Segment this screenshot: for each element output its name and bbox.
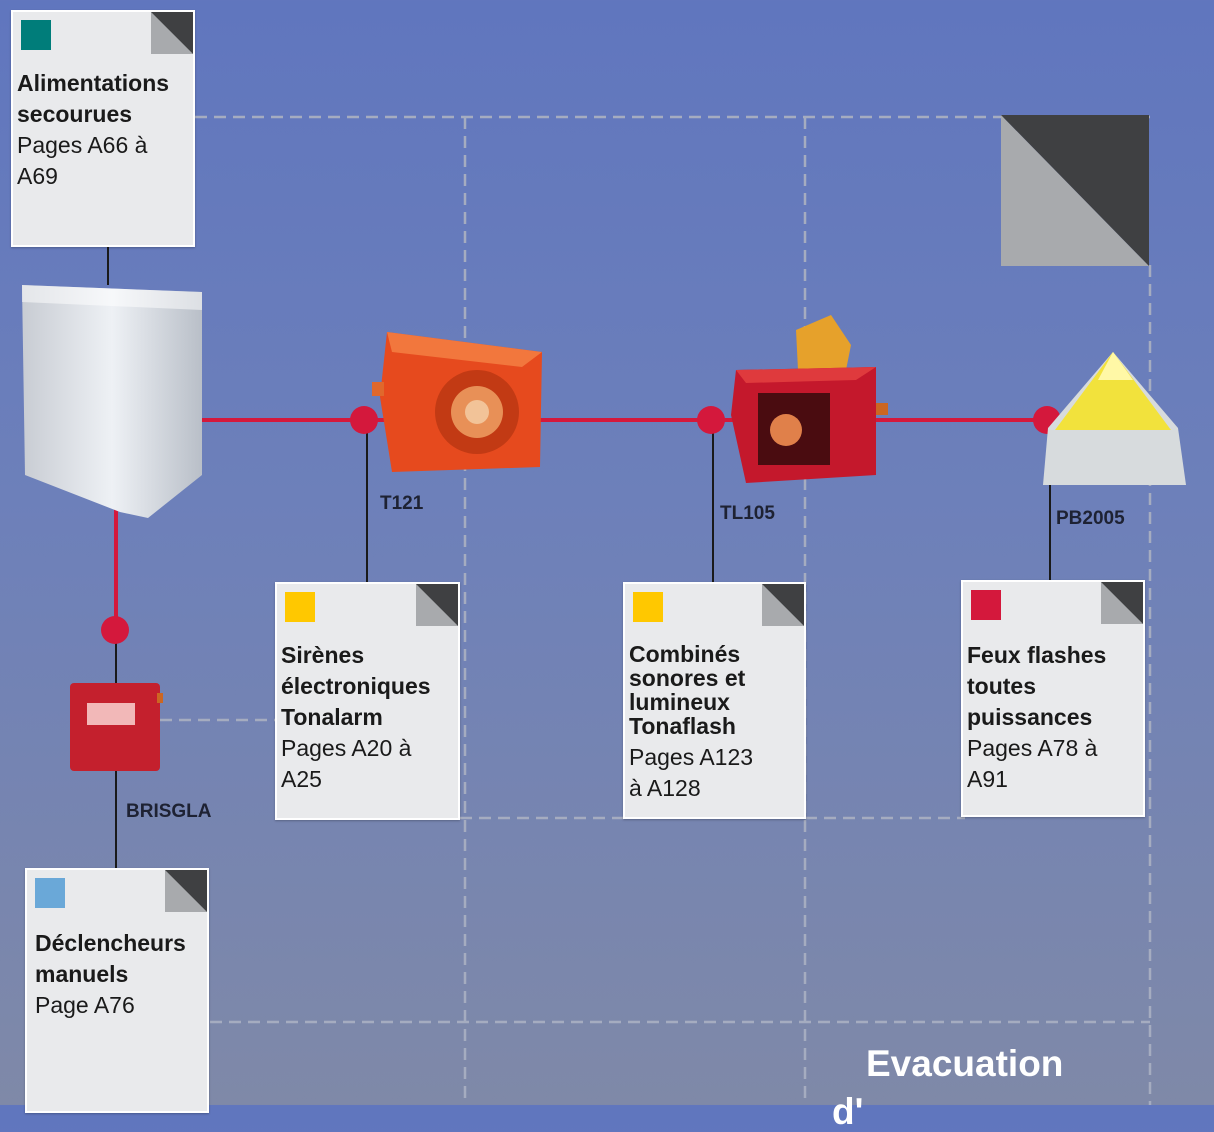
power-supply-device bbox=[22, 285, 202, 518]
label-tl105: TL105 bbox=[720, 503, 775, 524]
page-corner-icon bbox=[151, 12, 193, 54]
flash-pb2005-device bbox=[1043, 352, 1186, 485]
label-t121: T121 bbox=[380, 493, 424, 514]
card-combined[interactable]: Combinés sonores et lumineux Tonaflash P… bbox=[623, 582, 806, 819]
card-manual-triggers[interactable]: Déclencheurs manuels Page A76 bbox=[25, 868, 209, 1113]
section-title: Evacuation bbox=[866, 1043, 1064, 1084]
color-swatch bbox=[21, 20, 51, 50]
card-title: Alimentations secourues bbox=[17, 70, 170, 127]
card-flashes[interactable]: Feux flashes toutes puissances Pages A78… bbox=[961, 580, 1145, 817]
page-corner-icon bbox=[1101, 582, 1143, 624]
page-corner-icon bbox=[416, 584, 458, 626]
card-sirens[interactable]: Sirènes électroniques Tonalarm Pages A20… bbox=[275, 582, 460, 820]
card-pages: Pages A20 à A25 bbox=[281, 735, 412, 792]
color-swatch bbox=[285, 592, 315, 622]
junction-dot-t121 bbox=[350, 406, 378, 434]
siren-t121-device bbox=[372, 332, 542, 472]
color-swatch bbox=[35, 878, 65, 908]
card-pages: Pages A66 à A69 bbox=[17, 132, 148, 189]
label-pb2005: PB2005 bbox=[1056, 508, 1125, 529]
card-title: Déclencheurs manuels bbox=[35, 930, 186, 987]
junction-dot-tl105 bbox=[697, 406, 725, 434]
card-pages: Pages A78 à A91 bbox=[967, 735, 1098, 792]
page-corner-icon bbox=[165, 870, 207, 912]
label-brisgla: BRISGLA bbox=[126, 801, 212, 822]
card-power-supplies[interactable]: Alimentations secourues Pages A66 à A69 bbox=[11, 10, 195, 247]
brisgla-device bbox=[70, 683, 163, 771]
big-corner-decoration bbox=[1001, 115, 1149, 266]
color-swatch bbox=[971, 590, 1001, 620]
card-title: Feux flashes toutes puissances bbox=[967, 642, 1107, 730]
section-title-continued: d' bbox=[832, 1091, 864, 1132]
combined-tl105-device bbox=[731, 315, 888, 483]
wiring bbox=[107, 246, 1090, 870]
junction-dot-brisgla bbox=[101, 616, 129, 644]
card-title: Sirènes électroniques Tonalarm bbox=[281, 642, 431, 730]
card-pages: Page A76 bbox=[35, 992, 135, 1018]
card-title: Combinés sonores et lumineux Tonaflash bbox=[629, 641, 746, 739]
color-swatch bbox=[633, 592, 663, 622]
card-pages: Pages A123 à A128 bbox=[629, 744, 754, 801]
page-corner-icon bbox=[762, 584, 804, 626]
